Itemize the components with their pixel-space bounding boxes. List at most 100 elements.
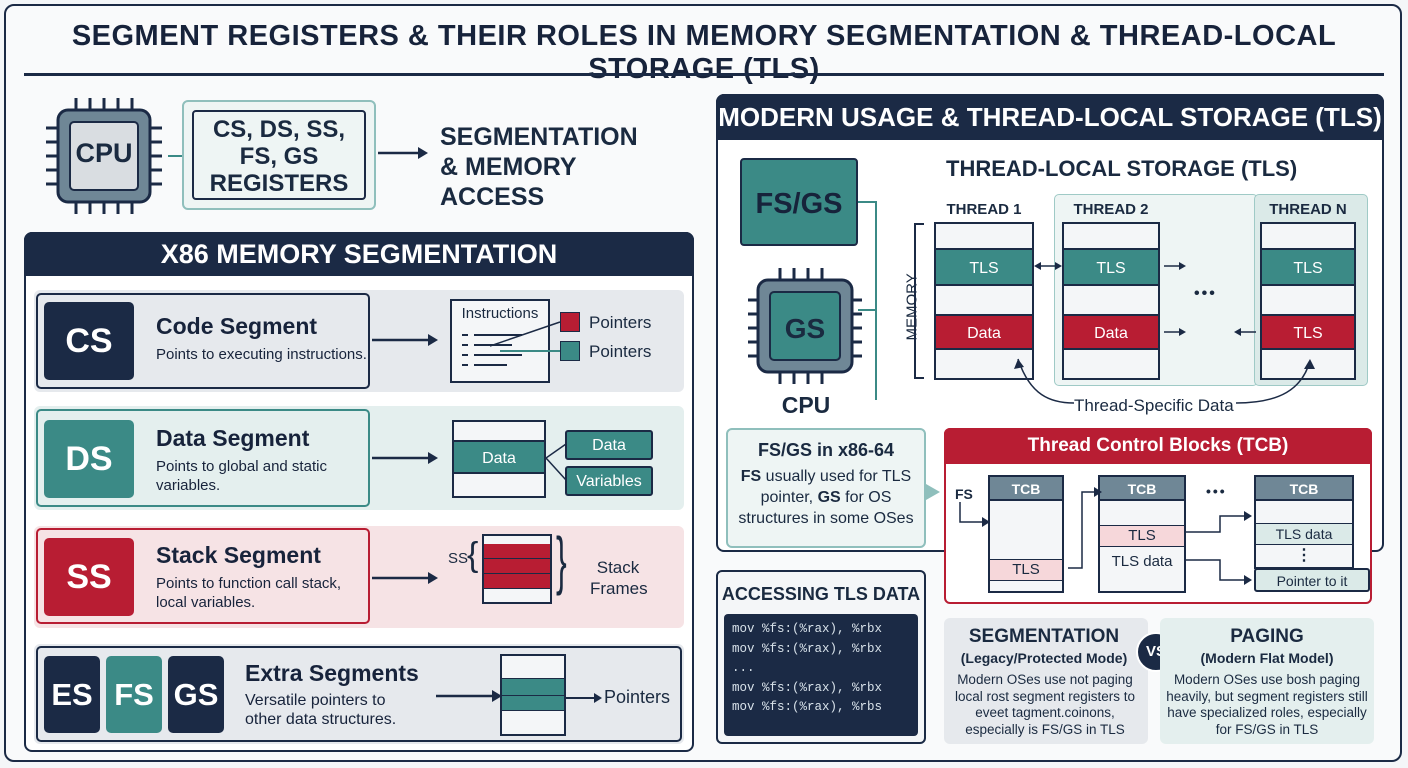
extra-pointers-label: Pointers [604, 687, 671, 707]
fsgs-note: FS/GS in x86-64 FS usually used for TLS … [726, 428, 926, 548]
gs-badge: GS [168, 656, 224, 733]
x86-header: X86 MEMORY SEGMENTATION [24, 232, 694, 276]
thread-n-column: TLS TLS [1260, 222, 1356, 380]
thread-arrows [1034, 254, 1264, 349]
tcb-1-tls: TLS [990, 559, 1062, 581]
stack-frame-3 [484, 574, 550, 589]
ds-desc: Points to global and static variables. [156, 458, 327, 494]
code-line-4: mov %fs:(%rax), %rbx [732, 680, 883, 695]
code-pointer-lines [489, 316, 565, 361]
tcb-block-3: TCB TLS data ⋮ [1254, 475, 1354, 569]
cs-desc: Points to executing instructions. [156, 346, 367, 363]
extra-block-1 [502, 678, 564, 696]
paging-card [1160, 618, 1374, 744]
connector-line [168, 155, 184, 157]
segmentation-subtitle: (Legacy/Protected Mode) [960, 650, 1128, 666]
data-branch-lines [545, 440, 568, 493]
title-divider [24, 73, 1384, 76]
es-badge: ES [44, 656, 100, 733]
cs-badge: CS [44, 302, 134, 380]
paging-subtitle: (Modern Flat Model) [1200, 650, 1334, 666]
thread-2-label: THREAD 2 [1073, 201, 1149, 218]
ss-inner [36, 528, 370, 624]
extra-inner [36, 646, 682, 742]
gs-chip-icon [746, 266, 864, 386]
stack-box [482, 534, 552, 604]
tls-title: THREAD-LOCAL STORAGE (TLS) [946, 156, 1298, 181]
stack-frames-label: Stack Frames [590, 558, 648, 598]
pointer-teal-square [560, 341, 580, 361]
data-block: Data [454, 440, 544, 474]
extra-pointer-arrow [566, 688, 602, 713]
ss-title: Stack Segment [156, 542, 321, 568]
instructions-label: Instructions [461, 305, 539, 322]
tcb-1-header: TCB [990, 477, 1062, 501]
threads-ellipsis: ••• [1194, 285, 1217, 302]
note-pointer-arrow [926, 482, 942, 507]
ss-left-brace: { [467, 536, 479, 574]
registers-box: CS, DS, SS, FS, GS REGISTERS [182, 100, 376, 210]
paging-text: Modern OSes use bosh paging heavily, but… [1166, 672, 1368, 737]
cs-arrow [372, 330, 440, 355]
tcb-2-tls: TLS [1100, 525, 1184, 547]
stack-right-brace: } [556, 524, 567, 596]
code-line-1: mov %fs:(%rax), %rbx [732, 622, 883, 636]
cpu-label: CPU [75, 138, 133, 168]
stack-frame-2 [484, 559, 550, 574]
page-title: SEGMENT REGISTERS & THEIR ROLES IN MEMOR… [71, 20, 1337, 85]
fsgs-note-title: FS/GS in x86-64 [757, 440, 895, 460]
fsgs-badge: FS/GS [740, 158, 858, 246]
tcb-2-tls-data: TLS data [1111, 553, 1173, 570]
paging-title: PAGING [1230, 626, 1304, 647]
tcb-pointer-box: Pointer to it [1254, 568, 1370, 592]
access-header: ACCESSING TLS DATA [721, 584, 921, 604]
code-pointer-1: Pointers [589, 313, 652, 332]
tcb-fs-label: FS [955, 486, 973, 502]
fs-badge: FS [106, 656, 162, 733]
extra-title: Extra Segments [245, 660, 419, 686]
extra-memory-box [500, 654, 566, 736]
thread-2-tls: TLS [1064, 248, 1158, 286]
tcb-header: Thread Control Blocks (TCB) [944, 428, 1372, 464]
modern-header: MODERN USAGE & THREAD-LOCAL STORAGE (TLS… [716, 94, 1384, 140]
memory-bracket [912, 222, 926, 387]
thread-2-column: TLS Data [1062, 222, 1160, 380]
extra-desc: Versatile pointers to other data structu… [245, 692, 397, 728]
segmentation-memory-access: SEGMENTATION & MEMORY ACCESS [440, 123, 638, 211]
thread-1-tls: TLS [936, 248, 1032, 286]
thread-2-data: Data [1064, 314, 1158, 350]
code-line-2: mov %fs:(%rax), %rbx [732, 641, 883, 656]
tcb-3-tls-data: TLS data [1256, 523, 1352, 545]
segmentation-title: SEGMENTATION [968, 626, 1120, 647]
tcb-3-dots: ⋮ [1296, 547, 1312, 564]
thread-1-column: TLS Data [934, 222, 1034, 380]
data-memory-box: Data [452, 420, 546, 498]
tcb-fs-arrow [958, 502, 992, 537]
code-pointer-2: Pointers [589, 342, 652, 361]
instructions-box: Instructions [450, 299, 550, 383]
tcb-3-header: TCB [1256, 477, 1352, 501]
thread-1-label: THREAD 1 [946, 201, 1022, 218]
instructions-lines-icon [462, 334, 522, 366]
code-line-3: ... [732, 661, 755, 675]
data-pill: Data [565, 430, 653, 460]
ss-row [34, 526, 684, 628]
tcb-block-1: TCB TLS [988, 475, 1064, 593]
intro-arrow [378, 143, 428, 168]
cs-title: Code Segment [156, 313, 318, 339]
thread-specific-label: Thread-Specific Data [1074, 396, 1234, 415]
fsgs-connector [858, 200, 898, 445]
pointer-red-square [560, 312, 580, 332]
tcb-ellipsis: ••• [1206, 483, 1227, 499]
thread-specific-curve [1010, 355, 1330, 420]
variables-pill: Variables [565, 466, 653, 496]
extra-arrow [436, 686, 504, 711]
ss-badge: SS [44, 538, 134, 616]
ss-register-label: SS [448, 550, 469, 567]
ds-arrow [372, 448, 440, 473]
tcb-link-arrows [1060, 480, 1260, 595]
segmentation-text: Modern OSes use not paging local rost se… [954, 672, 1136, 737]
thread-n-tls: TLS [1262, 248, 1354, 286]
extra-block-2 [502, 696, 564, 711]
segmentation-card [944, 618, 1148, 744]
